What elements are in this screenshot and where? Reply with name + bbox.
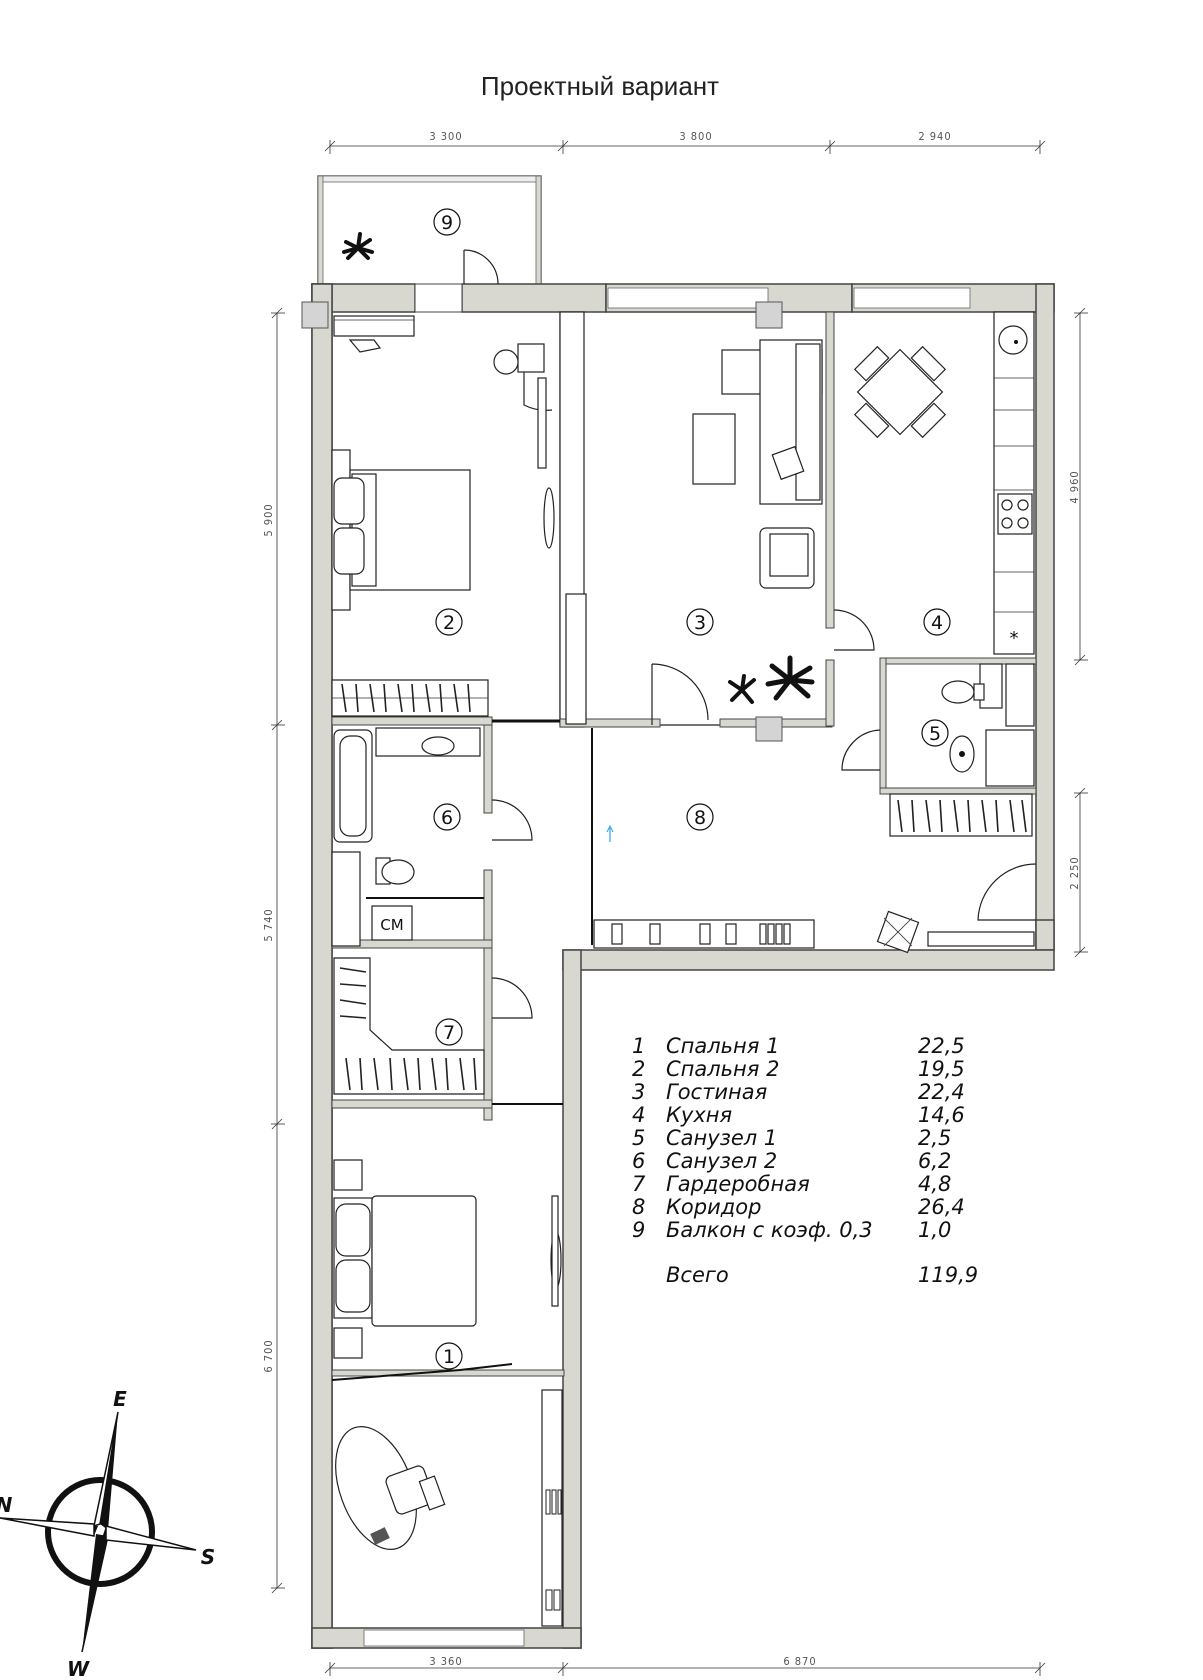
furniture: * СМ — [331, 232, 1035, 1627]
svg-text:22,5: 22,5 — [918, 1034, 965, 1058]
svg-text:2: 2 — [443, 612, 455, 634]
svg-text:4,8: 4,8 — [918, 1172, 951, 1196]
legend-row-7: 7 Гардеробная 4,8 — [632, 1172, 951, 1196]
compass-w: W — [67, 1657, 90, 1680]
svg-text:1: 1 — [632, 1034, 645, 1058]
legend-row-1: 1 Спальня 1 22,5 — [632, 1034, 965, 1058]
room-label-2: 2 — [435, 608, 463, 636]
svg-text:8: 8 — [694, 807, 706, 829]
legend-row-6: 6 Санузел 2 6,2 — [632, 1149, 951, 1173]
dim-left-1: 5 900 — [262, 503, 275, 536]
dim-left-2: 5 740 — [262, 908, 275, 941]
compass-e: E — [113, 1387, 127, 1411]
svg-text:4: 4 — [632, 1103, 645, 1127]
svg-text:119,9: 119,9 — [918, 1263, 978, 1287]
svg-text:2,5: 2,5 — [918, 1126, 951, 1150]
svg-text:6,2: 6,2 — [918, 1149, 951, 1173]
svg-text:8: 8 — [632, 1195, 645, 1219]
plant-icon — [728, 674, 756, 704]
svg-text:3: 3 — [694, 612, 706, 634]
svg-text:6: 6 — [632, 1149, 645, 1173]
compass-n: N — [0, 1493, 13, 1517]
svg-text:19,5: 19,5 — [918, 1057, 965, 1081]
svg-text:1: 1 — [443, 1346, 455, 1368]
legend-total: Всего 119,9 — [666, 1263, 978, 1287]
legend-row-9: 9 Балкон с коэф. 0,3 1,0 — [632, 1218, 951, 1242]
svg-text:22,4: 22,4 — [918, 1080, 965, 1104]
svg-text:9: 9 — [632, 1218, 645, 1242]
room-label-1: 1 — [435, 1342, 463, 1370]
svg-text:1,0: 1,0 — [918, 1218, 951, 1242]
columns — [301, 301, 783, 742]
dim-left-3: 6 700 — [262, 1339, 275, 1372]
dimension-left: 5 900 5 740 6 700 — [262, 307, 285, 1594]
svg-text:Санузел 1: Санузел 1 — [666, 1126, 777, 1150]
legend-row-5: 5 Санузел 1 2,5 — [632, 1126, 951, 1150]
svg-text:Спальня 1: Спальня 1 — [666, 1034, 779, 1058]
room-label-3: 3 — [686, 608, 714, 636]
svg-text:26,4: 26,4 — [918, 1195, 965, 1219]
compass-s: S — [201, 1545, 215, 1569]
dim-top-3: 2 940 — [918, 130, 951, 143]
svg-text:Коридор: Коридор — [666, 1195, 761, 1219]
svg-text:Кухня: Кухня — [666, 1103, 732, 1127]
svg-text:14,6: 14,6 — [918, 1103, 965, 1127]
svg-text:Балкон с коэф. 0,3: Балкон с коэф. 0,3 — [666, 1218, 873, 1242]
room-label-8: 8 — [686, 803, 714, 831]
dimension-right: 4 960 2 250 — [1068, 307, 1088, 958]
room-label-7: 7 — [435, 1018, 463, 1046]
room-numbers: 9 2 3 4 5 6 8 7 1 — [433, 208, 951, 1370]
legend-row-8: 8 Коридор 26,4 — [632, 1195, 965, 1219]
svg-text:5: 5 — [929, 723, 941, 745]
plan-title: Проектный вариант — [481, 71, 719, 101]
room-label-9: 9 — [433, 208, 461, 236]
legend-row-4: 4 Кухня 14,6 — [632, 1103, 965, 1127]
svg-text:7: 7 — [632, 1172, 646, 1196]
dim-top-2: 3 800 — [679, 130, 712, 143]
room-label-4: 4 — [923, 608, 951, 636]
dimension-bottom: 3 360 6 870 — [324, 1655, 1046, 1676]
svg-text:Гардеробная: Гардеробная — [666, 1172, 810, 1196]
washing-machine-label: СМ — [380, 916, 403, 934]
dimension-top: 3 300 3 800 2 940 — [324, 130, 1046, 154]
svg-text:Санузел 2: Санузел 2 — [666, 1149, 777, 1173]
dim-bottom-2: 6 870 — [783, 1655, 816, 1668]
svg-text:4: 4 — [931, 612, 943, 634]
walls — [311, 175, 1055, 1649]
svg-text:Спальня 2: Спальня 2 — [666, 1057, 779, 1081]
svg-text:9: 9 — [441, 212, 453, 234]
svg-text:Гостиная: Гостиная — [666, 1080, 767, 1104]
dim-right-2: 2 250 — [1068, 856, 1081, 889]
svg-text:6: 6 — [441, 807, 453, 829]
room-label-5: 5 — [921, 719, 949, 747]
svg-text:7: 7 — [443, 1022, 455, 1044]
legend-row-2: 2 Спальня 2 19,5 — [632, 1057, 965, 1081]
compass-rose-icon: E S W N — [0, 1387, 215, 1680]
svg-text:5: 5 — [632, 1126, 645, 1150]
svg-text:*: * — [1010, 628, 1019, 649]
svg-text:Всего: Всего — [666, 1263, 729, 1287]
doors — [331, 249, 1037, 1381]
legend-row-3: 3 Гостиная 22,4 — [632, 1080, 965, 1104]
dim-right-1: 4 960 — [1068, 470, 1081, 503]
dim-top-1: 3 300 — [429, 130, 462, 143]
room-label-6: 6 — [433, 803, 461, 831]
dim-bottom-1: 3 360 — [429, 1655, 462, 1668]
plant-icon — [342, 232, 374, 260]
svg-text:2: 2 — [632, 1057, 645, 1081]
svg-text:3: 3 — [632, 1080, 645, 1104]
plant-icon — [765, 655, 815, 701]
